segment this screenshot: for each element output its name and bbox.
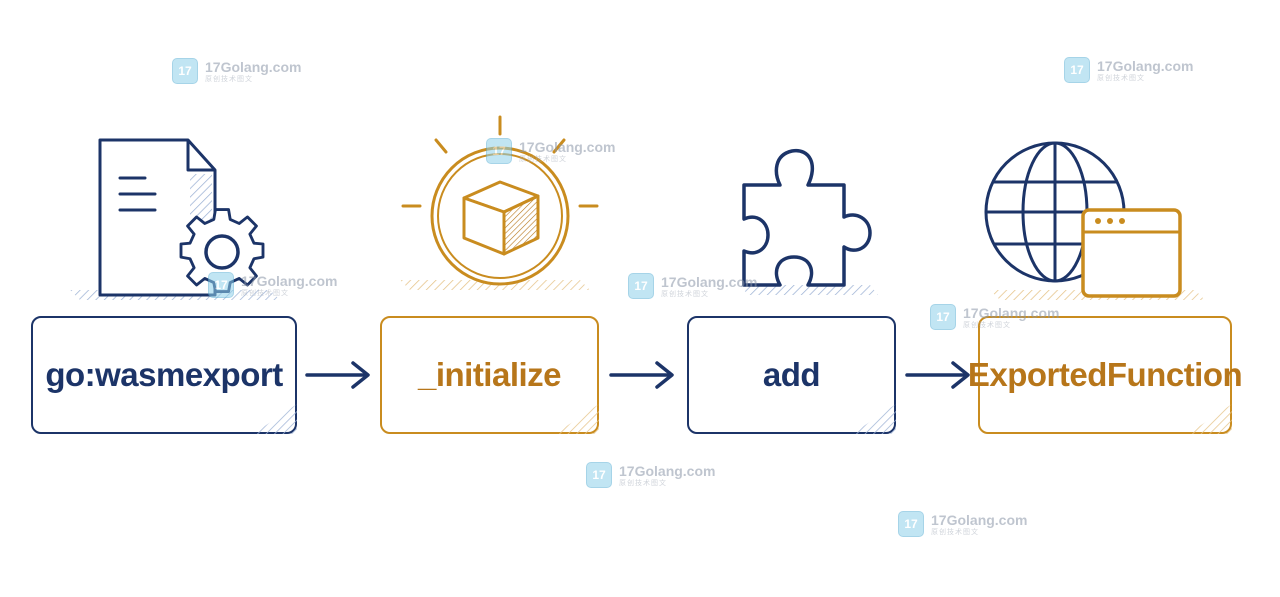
watermark-subtext: 原创技术图文 — [1097, 74, 1145, 82]
arrow-icon — [609, 360, 677, 390]
step-label: _initialize — [417, 356, 562, 393]
watermark-text: 17Golang.com — [519, 138, 616, 155]
watermark-text: 17Golang.com — [661, 273, 758, 290]
arrow-icon — [905, 360, 973, 390]
17golang-logo-icon: 17 — [628, 273, 654, 299]
document-gear-icon — [70, 130, 290, 300]
17golang-logo-icon: 17 — [172, 58, 198, 84]
step-label: add — [762, 356, 821, 393]
watermark-text: 17Golang.com — [931, 511, 1028, 528]
watermark-subtext: 原创技术图文 — [931, 528, 979, 536]
step-box-exported-function: ExportedFunction — [968, 316, 1243, 434]
arrow-icon — [305, 360, 373, 390]
17golang-logo-icon: 17 — [898, 511, 924, 537]
watermark-subtext: 原创技术图文 — [619, 479, 667, 487]
watermark-text: 17Golang.com — [963, 304, 1060, 321]
watermark-text: 17Golang.com — [241, 272, 338, 289]
17golang-logo-icon: 17 — [486, 138, 512, 164]
step-box-wasmexport: go:wasmexport — [31, 316, 297, 434]
step-label: ExportedFunction — [967, 356, 1243, 393]
watermark-subtext: 原创技术图文 — [963, 321, 1011, 329]
watermark-text: 17Golang.com — [205, 58, 302, 75]
step-box-initialize: _initialize — [380, 316, 599, 434]
17golang-logo-icon: 17 — [586, 462, 612, 488]
glowing-cube-icon — [400, 112, 600, 292]
17golang-logo-icon: 17 — [930, 304, 956, 330]
watermark-text: 17Golang.com — [1097, 57, 1194, 74]
step-box-add: add — [687, 316, 896, 434]
globe-browser-icon — [980, 138, 1210, 303]
17golang-logo-icon: 17 — [208, 272, 234, 298]
17golang-logo-icon: 17 — [1064, 57, 1090, 83]
watermark-subtext: 原创技术图文 — [661, 290, 709, 298]
watermark-subtext: 原创技术图文 — [205, 75, 253, 83]
watermark-subtext: 原创技术图文 — [241, 289, 289, 297]
watermark-text: 17Golang.com — [619, 462, 716, 479]
puzzle-piece-icon — [730, 145, 880, 295]
step-label: go:wasmexport — [45, 356, 283, 393]
watermark-subtext: 原创技术图文 — [519, 155, 567, 163]
